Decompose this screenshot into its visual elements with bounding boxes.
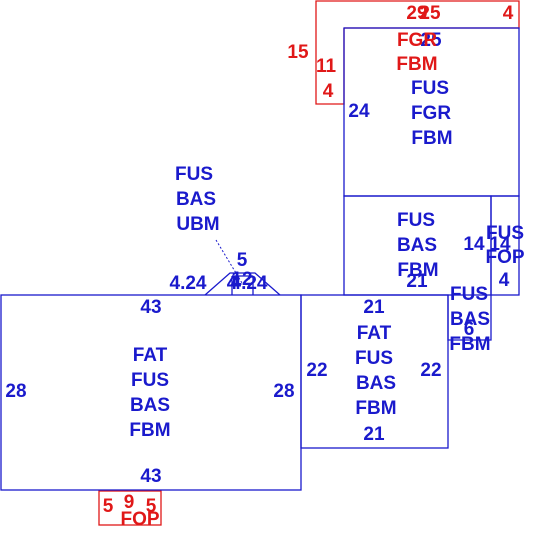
side-porch-line-1: FUS <box>486 223 524 244</box>
main-area-labels: FAT FUS BAS FBM 43 43 28 28 <box>5 297 294 487</box>
addition-left-dimension: 22 <box>306 360 327 381</box>
garage-line-1: FGR <box>397 30 437 51</box>
bay-window-line-3: UBM <box>176 214 219 235</box>
small-block-line-3: FBM <box>449 334 490 355</box>
bay-window-line-2: BAS <box>176 189 216 210</box>
garage-left-outer-dimension: 15 <box>287 42 309 63</box>
garage-line-2: FBM <box>396 54 437 75</box>
bay-window-line-1: FUS <box>175 164 213 185</box>
addition-line-1: FAT <box>357 323 392 344</box>
middle-block-right-dimension: 14 <box>463 234 485 255</box>
label-leader-line <box>215 239 243 284</box>
main-left-dimension: 28 <box>5 381 26 402</box>
side-porch-right-dimension: 4 <box>499 270 510 291</box>
front-porch-label: FOP <box>120 509 159 530</box>
garage-top-dimension: 29 <box>406 3 427 24</box>
main-top-dimension: 43 <box>140 297 161 318</box>
addition-line-2: FUS <box>355 348 393 369</box>
garage-inner-dimension: 25 <box>419 3 441 24</box>
garage-left-a-dimension: 11 <box>316 56 337 77</box>
garage-left-b-dimension: 4 <box>323 81 334 102</box>
upper-block-left-dimension: 24 <box>348 101 370 122</box>
main-area-line-2: FUS <box>131 370 169 391</box>
middle-block-line-1: FUS <box>397 210 435 231</box>
front-porch-left-dimension: 5 <box>103 496 114 517</box>
bay-window-outline <box>204 272 281 296</box>
upper-block-line-1: FUS <box>411 78 449 99</box>
side-porch-line-2: FOP <box>485 247 524 268</box>
addition-right-dimension: 22 <box>420 360 441 381</box>
upper-block-line-3: FBM <box>411 128 452 149</box>
side-porch-left-dimension: 14 <box>489 234 511 255</box>
main-area-line-1: FAT <box>133 345 168 366</box>
bay-window-inner-a: 4 <box>227 273 238 294</box>
addition-labels: FAT FUS BAS FBM 21 21 22 22 <box>306 297 441 445</box>
bay-window-left-side: 4.24 <box>170 273 207 294</box>
bay-window-right-side: 4.24 <box>231 273 268 294</box>
middle-block-bottom-dimension: 21 <box>406 271 428 292</box>
side-porch-outline <box>490 195 520 296</box>
main-area-line-4: FBM <box>129 420 170 441</box>
main-right-dimension: 28 <box>273 381 294 402</box>
middle-block-labels: FUS BAS FBM 21 14 <box>397 210 485 292</box>
garage-top-right-dimension: 4 <box>503 3 514 24</box>
front-porch-right-dimension: 5 <box>146 496 157 517</box>
bay-window-labels: FUS BAS UBM 5 4.24 4.24 4 12 <box>170 164 268 294</box>
front-porch-labels: 5 9 5 FOP <box>103 492 160 530</box>
addition-bottom-dimension: 21 <box>363 424 385 445</box>
addition-line-3: BAS <box>356 373 396 394</box>
upper-block-labels: FUS FGR FBM 24 25 <box>348 30 452 149</box>
side-porch-labels: FUS FOP 14 4 <box>485 223 524 291</box>
addition-top-dimension: 21 <box>363 297 385 318</box>
bay-window-inner-b: 12 <box>231 269 252 290</box>
small-block-inner-dimension: 6 <box>464 319 475 340</box>
addition-line-4: FBM <box>355 398 396 419</box>
small-block-line-1: FUS <box>450 284 488 305</box>
main-area-outline <box>0 294 302 491</box>
small-block-labels: FUS BAS FBM 6 <box>449 284 490 355</box>
bay-window-top-dimension: 5 <box>237 250 248 271</box>
middle-block-line-2: BAS <box>397 235 437 256</box>
upper-block-top-dimension: 25 <box>420 30 442 51</box>
small-block-line-2: BAS <box>450 309 490 330</box>
upper-block-line-2: FGR <box>411 103 451 124</box>
main-area-line-3: BAS <box>130 395 170 416</box>
front-porch-middle-dimension: 9 <box>124 492 135 513</box>
front-porch-outline <box>98 490 162 526</box>
small-block-outline <box>447 295 492 341</box>
middle-block-line-3: FBM <box>397 260 438 281</box>
main-bottom-dimension: 43 <box>140 466 161 487</box>
garage-overlay-labels: FGR FBM 29 25 4 15 11 4 <box>287 3 513 102</box>
